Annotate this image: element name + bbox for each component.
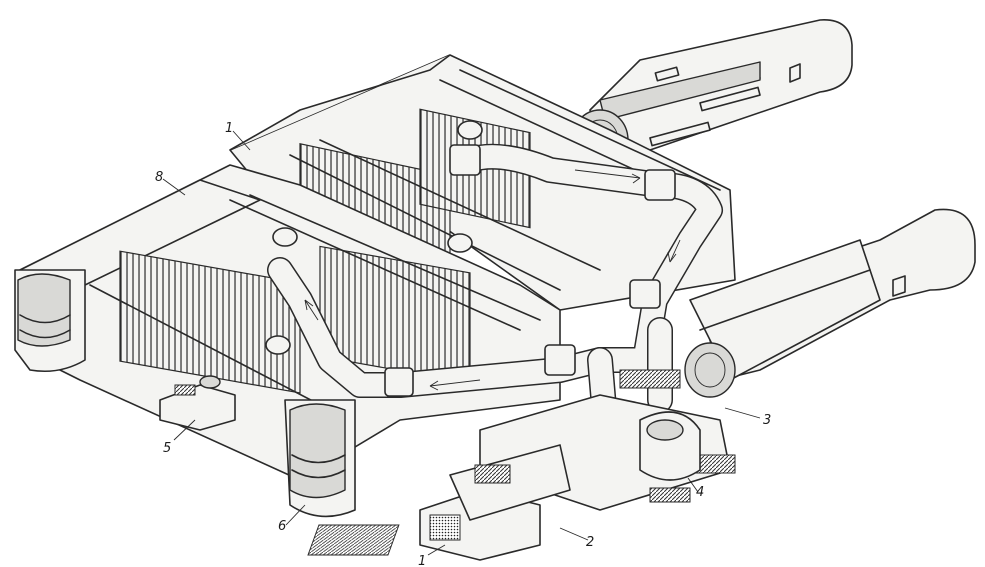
callout-6: 6 — [278, 519, 286, 534]
left-end-housing — [14, 269, 86, 373]
motor-unit-front — [307, 444, 571, 561]
callout-8: 8 — [155, 170, 163, 185]
upper-motor — [571, 19, 853, 171]
valve-block — [159, 375, 236, 431]
upper-exchanger-module — [229, 54, 736, 311]
lower-motor — [684, 208, 976, 398]
callout-2: 2 — [586, 535, 594, 550]
callout-1: 1 — [418, 554, 426, 567]
callouts: 1 8 3 4 2 1 5 6 — [155, 121, 771, 567]
front-end-housing — [284, 399, 356, 518]
callout-5: 5 — [163, 441, 171, 456]
lower-exchanger-module — [19, 164, 561, 481]
callout-4: 4 — [696, 485, 704, 500]
callout-1-top: 1 — [225, 121, 233, 136]
callout-3: 3 — [763, 413, 771, 428]
